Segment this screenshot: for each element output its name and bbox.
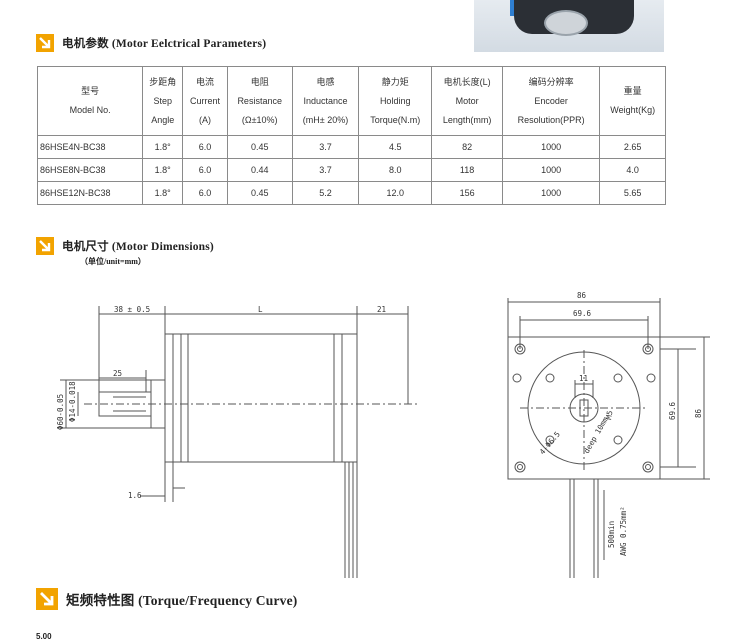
dim-front-width: 86 — [577, 291, 587, 300]
motor-photo — [474, 0, 664, 52]
section-electrical-header: 电机参数 (Motor Eelctrical Parameters) — [36, 34, 266, 52]
header-line: Angle — [151, 114, 175, 125]
thread-depth: deep 10mm — [582, 415, 610, 455]
table-cell: 6.0 — [182, 158, 228, 182]
dim-rear-length: 21 — [377, 305, 386, 314]
header-line: 编码分辨率 — [528, 76, 574, 87]
arrow-icon — [36, 237, 54, 255]
table-cell: 12.0 — [358, 181, 433, 205]
dim-boss-diameter: Φ60-0.05 — [56, 394, 65, 430]
thread-spec: M5 — [604, 410, 614, 420]
dim-key-length: 25 — [113, 369, 122, 378]
table-cell: 3.7 — [291, 158, 360, 182]
photo-motor-cap — [544, 10, 588, 36]
table-cell: 0.45 — [226, 135, 293, 159]
table-cell: 156 — [431, 181, 504, 205]
arrow-icon — [36, 34, 54, 52]
dim-shaft-diameter: Φ14-0.018 — [68, 381, 77, 422]
header-line: 电感 — [316, 76, 335, 87]
header-line: Model No. — [69, 105, 111, 115]
header-line: (A) — [198, 114, 211, 125]
dim-front-bolt-height: 69.6 — [668, 401, 677, 420]
front-view — [507, 298, 710, 578]
table-cell: 118 — [431, 158, 504, 182]
header-line: Encoder — [534, 95, 568, 106]
header-line: 步距角 — [149, 76, 177, 87]
front-body — [507, 336, 661, 480]
section-dimensions-subtitle: （单位/unit=mm） — [80, 257, 146, 266]
side-view-labels: 38 ± 0.5 L 21 25 1.6 Φ60-0.05 Φ14-0.018 — [56, 305, 386, 500]
header-line: Inductance — [303, 95, 348, 106]
header-line: Step — [153, 95, 172, 106]
table-header-cell: 重量 Weight(Kg) — [599, 66, 666, 136]
section-electrical-title: 电机参数 (Motor Eelctrical Parameters) — [62, 38, 267, 50]
header-line: Length(mm) — [442, 114, 492, 125]
header-line: Resolution(PPR) — [517, 114, 585, 125]
header-line: 重量 — [623, 86, 642, 96]
header-line: Current — [189, 95, 220, 106]
side-body — [172, 333, 358, 463]
header-line: Weight(Kg) — [610, 105, 656, 115]
header-line: (mH± 20%) — [302, 114, 349, 125]
table-header-cell: 电感 Inductance (mH± 20%) — [291, 66, 360, 136]
section-curve-title: 矩频特性图 (Torque/Frequency Curve) — [66, 593, 298, 608]
model-number-cell: 86HSE12N-BC38 — [36, 181, 144, 205]
header-line: 电流 — [195, 76, 214, 87]
table-cell: 1000 — [502, 181, 601, 205]
dim-motor-length: L — [258, 305, 263, 314]
dim-key-width: 11 — [579, 374, 588, 383]
header-line: Holding — [379, 95, 411, 106]
header-line: 静力矩 — [381, 76, 409, 87]
header-line: 电机长度(L) — [443, 76, 491, 87]
header-line: Torque(N.m) — [370, 114, 421, 125]
header-line: 型号 — [81, 86, 100, 96]
dim-front-bolt-spacing: 69.6 — [573, 309, 592, 318]
lead-length: 500min — [607, 521, 616, 548]
curve-axis-top-label: 5.00 — [36, 632, 52, 641]
table-header-cell: 电流 Current (A) — [182, 66, 228, 136]
table-cell: 8.0 — [358, 158, 433, 182]
header-line: Motor — [455, 95, 479, 106]
side-view — [60, 306, 420, 578]
table-cell: 5.2 — [291, 181, 360, 205]
arrow-icon — [36, 588, 58, 610]
header-line: 电阻 — [250, 76, 269, 87]
table-cell: 6.0 — [182, 135, 228, 159]
table-cell: 5.65 — [599, 181, 666, 205]
section-dimensions-header: 电机尺寸 (Motor Dimensions) — [36, 237, 214, 255]
dim-front-height: 86 — [694, 408, 703, 418]
header-line: Resistance — [237, 95, 282, 106]
dim-shaft-length: 38 ± 0.5 — [114, 305, 150, 314]
header-line: (Ω±10%) — [241, 114, 278, 125]
dim-flange-thickness: 1.6 — [128, 491, 142, 500]
section-curve-header: 矩频特性图 (Torque/Frequency Curve) — [36, 588, 298, 610]
side-flange — [164, 333, 174, 463]
lead-type: AWG 0.75mm² — [619, 506, 628, 556]
table-cell: 6.0 — [182, 181, 228, 205]
section-dimensions-title: 电机尺寸 (Motor Dimensions) — [62, 241, 214, 253]
